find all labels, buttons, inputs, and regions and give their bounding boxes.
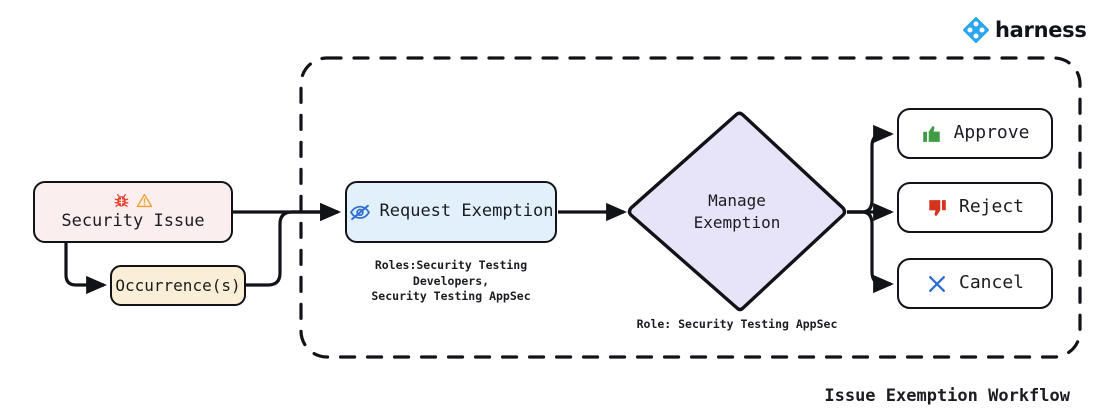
diagram-title: Issue Exemption Workflow: [824, 386, 1070, 406]
manage-exemption-text: Manage Exemption: [627, 112, 847, 312]
node-manage-exemption-label-line2: Exemption: [693, 213, 781, 232]
node-request-exemption-label: Request Exemption: [379, 201, 554, 222]
thumbs-down-icon: [929, 199, 946, 216]
node-occurrences-label: Occurrence(s): [115, 275, 241, 295]
node-approve[interactable]: Approve: [897, 108, 1053, 159]
manage-exemption-diamond-shape: [627, 111, 847, 312]
warning-triangle-icon: [136, 193, 153, 208]
edge-manage-exemption-to-cancel: [847, 210, 894, 294]
node-reject[interactable]: Reject: [897, 182, 1053, 233]
edge-occurrences-to-request-exemption: [246, 202, 341, 287]
node-request-exemption[interactable]: Request Exemption: [345, 181, 557, 243]
eye-slash-icon: [349, 204, 370, 221]
edge-manage-exemption-to-approve: [847, 124, 894, 214]
node-cancel-label: Cancel: [958, 272, 1025, 294]
node-reject-label: Reject: [958, 196, 1025, 218]
harness-brand: harness: [963, 17, 1087, 43]
harness-brand-name: harness: [995, 17, 1087, 42]
node-manage-exemption[interactable]: Manage Exemption: [627, 112, 847, 312]
node-occurrences[interactable]: Occurrence(s): [110, 265, 246, 306]
caption-manage-exemption-role: Role: Security Testing AppSec: [636, 317, 838, 331]
reject-content: Reject: [926, 196, 1024, 219]
request-exemption-content: Request Exemption: [349, 201, 554, 223]
security-issue-icon-row: [113, 192, 153, 209]
exemption-workflow-boundary: [299, 56, 1082, 359]
caption-request-exemption-roles: Roles:Security Testing Developers, Secur…: [371, 258, 531, 304]
bug-icon: [114, 193, 129, 207]
node-cancel[interactable]: Cancel: [897, 258, 1053, 309]
node-security-issue[interactable]: Security Issue: [33, 181, 233, 243]
edge-security-issue-to-occurrences: [64, 243, 107, 295]
cancel-content: Cancel: [926, 272, 1024, 295]
close-x-icon: [929, 275, 945, 292]
node-security-issue-label: Security Issue: [61, 210, 205, 231]
node-approve-label: Approve: [953, 122, 1030, 144]
approve-content: Approve: [921, 122, 1030, 145]
thumbs-up-icon: [922, 125, 940, 142]
node-manage-exemption-label-line1: Manage: [708, 191, 766, 211]
harness-diamond-logo-icon: [963, 17, 989, 43]
